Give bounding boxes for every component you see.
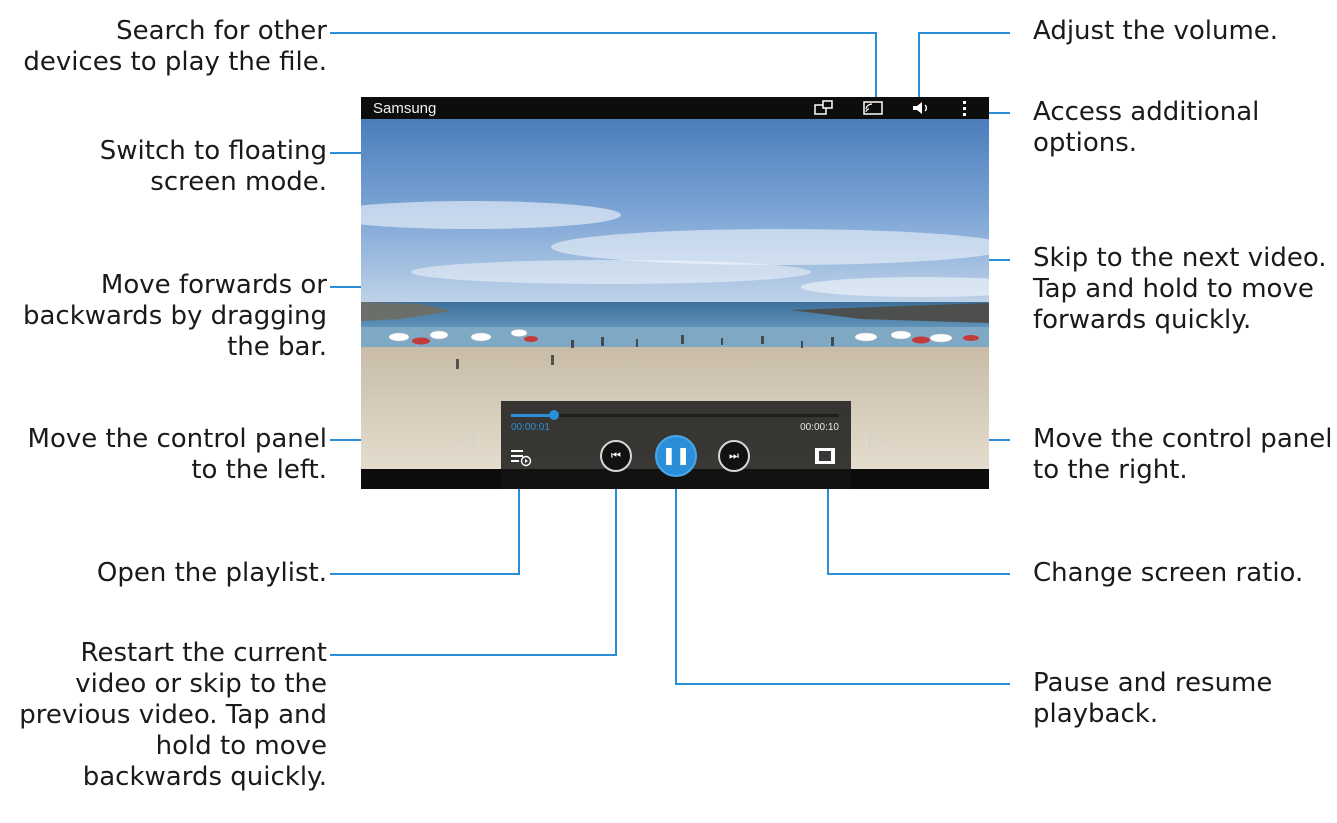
leader-previous bbox=[330, 475, 617, 656]
screen-share-icon-glyph bbox=[863, 101, 883, 115]
leader-volume bbox=[918, 32, 1010, 97]
annotation-line: Adjust the volume. bbox=[1033, 16, 1279, 46]
annotation-line: hold to move bbox=[155, 731, 327, 761]
screen-ratio-icon[interactable] bbox=[815, 448, 835, 464]
speaker-icon[interactable] bbox=[909, 99, 933, 117]
triangle-right-icon[interactable]: ▷ bbox=[869, 427, 885, 451]
annotation-line: video or skip to the bbox=[75, 669, 327, 699]
annotation-line: Access additional bbox=[1033, 97, 1260, 127]
triangle-left-icon[interactable]: ◁ bbox=[459, 427, 475, 451]
annotation-line: Search for other bbox=[116, 16, 327, 46]
annotation-floating-mode: Switch to floating screen mode. bbox=[100, 136, 327, 198]
annotation-line: Pause and resume bbox=[1033, 668, 1273, 698]
leader-pause bbox=[675, 478, 1010, 685]
seek-bar[interactable] bbox=[511, 410, 839, 420]
annotation-line: playback. bbox=[1033, 699, 1159, 729]
annotation-line: to the left. bbox=[191, 455, 327, 485]
more-vertical-icon[interactable] bbox=[957, 99, 971, 117]
annotation-line: options. bbox=[1033, 128, 1138, 158]
annotation-line: Move forwards or bbox=[100, 270, 327, 300]
annotation-line: to the right. bbox=[1033, 455, 1188, 485]
annotation-line: backwards by dragging bbox=[22, 301, 327, 331]
annotation-line: Tap and hold to move bbox=[1033, 274, 1314, 304]
annotation-line: Skip to the next video. bbox=[1033, 243, 1327, 273]
video-title: Samsung bbox=[373, 100, 437, 117]
annotation-search-devices: Search for other devices to play the fil… bbox=[23, 16, 327, 78]
annotation-line: Move the control panel bbox=[1033, 424, 1333, 454]
annotation-next: Skip to the next video. Tap and hold to … bbox=[1033, 243, 1327, 336]
video-player[interactable]: Samsung ◁ ▷ bbox=[361, 97, 989, 489]
leader-playlist bbox=[330, 478, 520, 575]
annotation-line: Restart the current bbox=[80, 638, 327, 668]
player-top-bar: Samsung bbox=[361, 97, 989, 119]
more-vertical-icon-glyph bbox=[963, 101, 966, 116]
playlist-icon[interactable] bbox=[510, 447, 532, 467]
annotation-move-right: Move the control panel to the right. bbox=[1033, 424, 1332, 486]
annotation-line: the bar. bbox=[227, 332, 327, 362]
annotation-line: Switch to floating bbox=[99, 136, 327, 166]
floating-window-icon-glyph bbox=[814, 100, 833, 115]
leader-search-devices bbox=[330, 32, 877, 97]
annotation-screen-ratio: Change screen ratio. bbox=[1033, 558, 1303, 589]
skip-next-icon[interactable]: ⏭ bbox=[718, 440, 750, 472]
annotation-seek-bar: Move forwards or backwards by dragging t… bbox=[23, 270, 327, 363]
screen-share-icon[interactable] bbox=[861, 99, 885, 117]
annotation-volume: Adjust the volume. bbox=[1033, 16, 1278, 47]
annotation-line: forwards quickly. bbox=[1033, 305, 1252, 335]
annotation-line: devices to play the file. bbox=[23, 47, 327, 77]
annotation-pause: Pause and resume playback. bbox=[1033, 668, 1272, 730]
annotation-playlist: Open the playlist. bbox=[97, 558, 327, 589]
speaker-icon-glyph bbox=[913, 102, 927, 114]
seek-bar-thumb[interactable] bbox=[548, 410, 559, 420]
annotation-line: Change screen ratio. bbox=[1033, 558, 1304, 588]
elapsed-time: 00:00:01 bbox=[511, 422, 550, 433]
playlist-icon-glyph bbox=[511, 450, 532, 467]
annotation-line: Open the playlist. bbox=[96, 558, 327, 588]
floating-window-icon[interactable] bbox=[813, 99, 835, 117]
video-frame-beach bbox=[361, 97, 989, 469]
total-time: 00:00:10 bbox=[800, 422, 839, 433]
annotation-more-options: Access additional options. bbox=[1033, 97, 1259, 159]
skip-previous-icon[interactable]: ⏮ bbox=[600, 440, 632, 472]
leader-ratio bbox=[827, 478, 1010, 575]
annotation-move-left: Move the control panel to the left. bbox=[28, 424, 327, 486]
seek-bar-progress bbox=[511, 414, 554, 417]
annotation-line: Move the control panel bbox=[27, 424, 327, 454]
annotation-line: backwards quickly. bbox=[82, 762, 327, 792]
pause-icon[interactable]: ❚❚ bbox=[655, 435, 697, 477]
control-panel[interactable]: 00:00:01 00:00:10 ⏮ ❚❚ ⏭ bbox=[501, 401, 851, 489]
annotation-line: screen mode. bbox=[150, 167, 327, 197]
annotation-line: previous video. Tap and bbox=[19, 700, 327, 730]
annotation-previous: Restart the current video or skip to the… bbox=[19, 638, 327, 793]
